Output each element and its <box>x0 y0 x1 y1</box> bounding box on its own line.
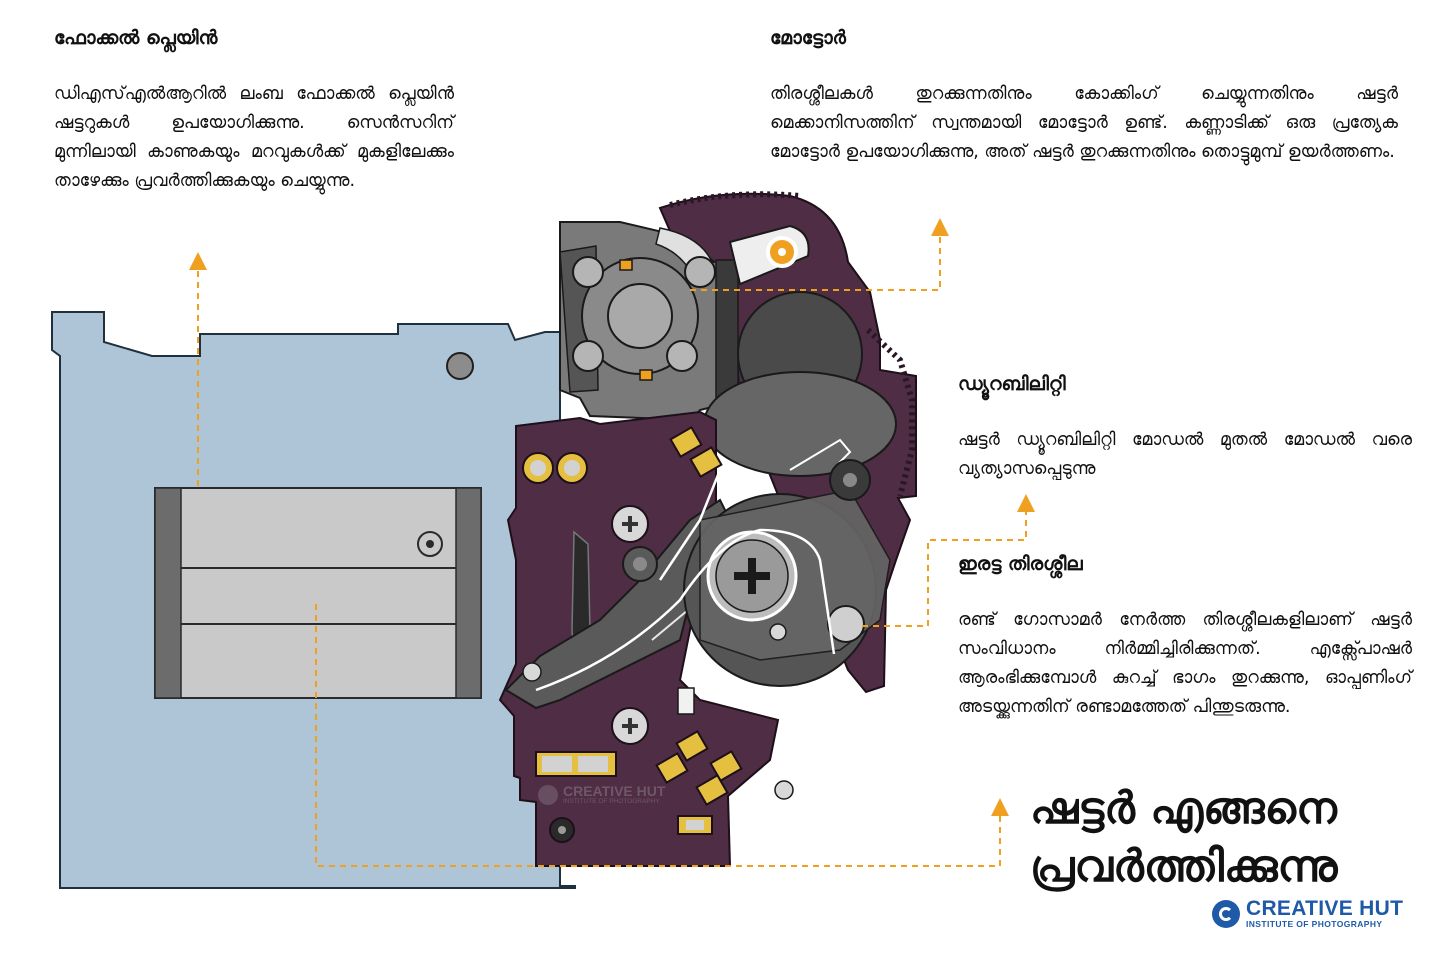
leader-durability <box>862 512 1027 627</box>
board-contacts <box>522 425 743 835</box>
focal-plane-text: ഡിഎസ്എൽആറിൽ ലംബ ഫോക്കൽ പ്ലെയിൻ ഷട്ടറുകൾ … <box>54 84 454 191</box>
watermark-logo-icon <box>538 785 558 805</box>
watermark: CREATIVE HUT INSTITUTE OF PHOTOGRAPHY <box>538 784 665 806</box>
plate-screw <box>446 352 474 380</box>
leader-arrowheads <box>189 218 1035 816</box>
leader-focal-plane <box>315 604 1001 867</box>
motor-text: തിരശ്ശീലകൾ തുറക്കുന്നതിനും കോക്കിംഗ് ചെയ… <box>770 84 1398 162</box>
motor-housing <box>559 221 742 422</box>
shutter-curtain <box>154 487 482 699</box>
brand-logo-icon <box>1212 900 1240 928</box>
leader-motor <box>690 236 941 291</box>
poster-title: ഷട്ടർ എങ്ങനെ പ്രവർത്തിക്കുന്നു <box>1030 780 1420 896</box>
cam-pin <box>827 605 865 643</box>
double-curtain-text: രണ്ട് ഗോസാമർ നേർത്ത തിരശ്ശീലകളിലാണ് ഷട്ട… <box>958 610 1412 717</box>
durability-text: ഷട്ടർ ഡ്യൂറബിലിറ്റി മോഡൽ മുതൽ മോഡൽ വരെ വ… <box>958 430 1412 479</box>
durability-heading: ഡ്യൂറബിലിറ്റി <box>958 373 1066 395</box>
brand-logo: CREATIVE HUT INSTITUTE OF PHOTOGRAPHY <box>1212 896 1403 932</box>
motor-heading: മോട്ടോർ <box>770 27 846 49</box>
poster-title-line2: പ്രവർത്തിക്കുന്നു <box>1030 841 1338 892</box>
brand-name: CREATIVE HUT <box>1246 897 1404 920</box>
brand-subtitle: INSTITUTE OF PHOTOGRAPHY <box>1246 919 1383 929</box>
double-curtain-heading: ഇരട്ട തിരശ്ശീല <box>958 553 1083 575</box>
watermark-name: CREATIVE HUT <box>563 783 666 799</box>
leader-lines <box>197 236 1027 867</box>
poster-title-line1: ഷട്ടർ എങ്ങനെ <box>1030 783 1337 834</box>
focal-plane-heading: ഫോക്കൽ പ്ലെയിൻ <box>54 27 218 49</box>
watermark-subtitle: INSTITUTE OF PHOTOGRAPHY <box>563 798 660 805</box>
